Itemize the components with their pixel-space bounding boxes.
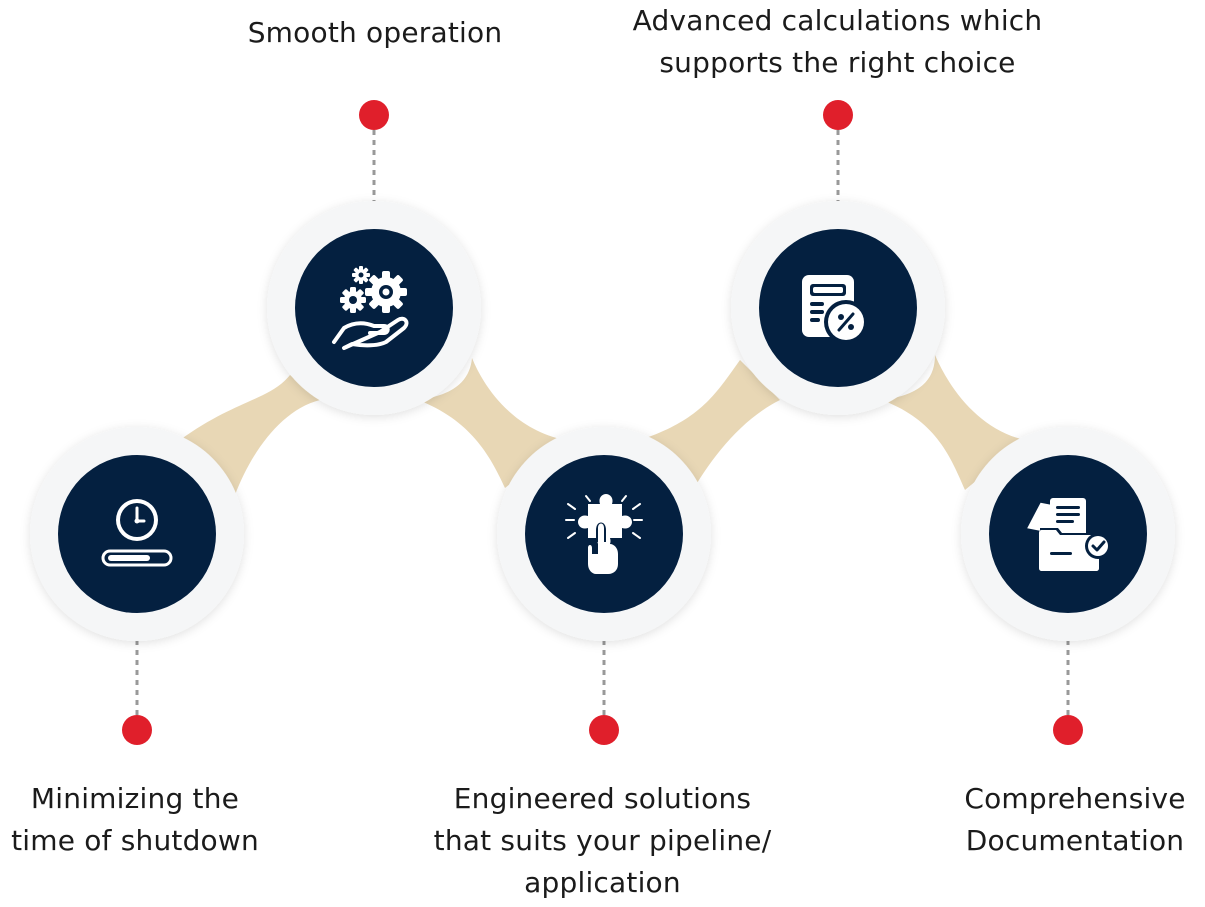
dot-4 (823, 100, 853, 130)
stems (135, 130, 1070, 716)
clock-loading-icon (101, 499, 173, 567)
connector-4-5 (882, 355, 1025, 490)
connector-2-3 (418, 358, 565, 488)
step-4-line-2: supports the right choice (659, 46, 1016, 79)
dot-2 (359, 100, 389, 130)
step-4-label: Advanced calculations which supports the… (620, 0, 1055, 84)
step-2-line-1: Smooth operation (247, 16, 503, 49)
step-3-label: Engineered solutions that suits your pip… (410, 778, 795, 904)
step-5-line-2: Documentation (965, 824, 1185, 857)
dots (122, 100, 1083, 745)
step-5-line-1: Comprehensive (964, 782, 1186, 815)
puzzle-hand-icon (565, 494, 643, 574)
step-3-line-3: application (524, 866, 681, 899)
step-1-line-1: Minimizing the (30, 782, 240, 815)
dot-1 (122, 715, 152, 745)
step-1-line-2: time of shutdown (11, 824, 259, 857)
step-4-line-1: Advanced calculations which (632, 4, 1043, 37)
gears-hand-icon (332, 266, 409, 350)
step-3-line-1: Engineered solutions (453, 782, 752, 815)
step-2-label: Smooth operation (225, 12, 525, 54)
step-5-label: Comprehensive Documentation (945, 778, 1205, 862)
dot-3 (589, 715, 619, 745)
step-3-line-2: that suits your pipeline/ (433, 824, 772, 857)
dot-5 (1053, 715, 1083, 745)
calculator-percent-icon (802, 275, 868, 344)
folder-documents-icon (1027, 498, 1111, 571)
step-1-label: Minimizing the time of shutdown (0, 778, 280, 862)
